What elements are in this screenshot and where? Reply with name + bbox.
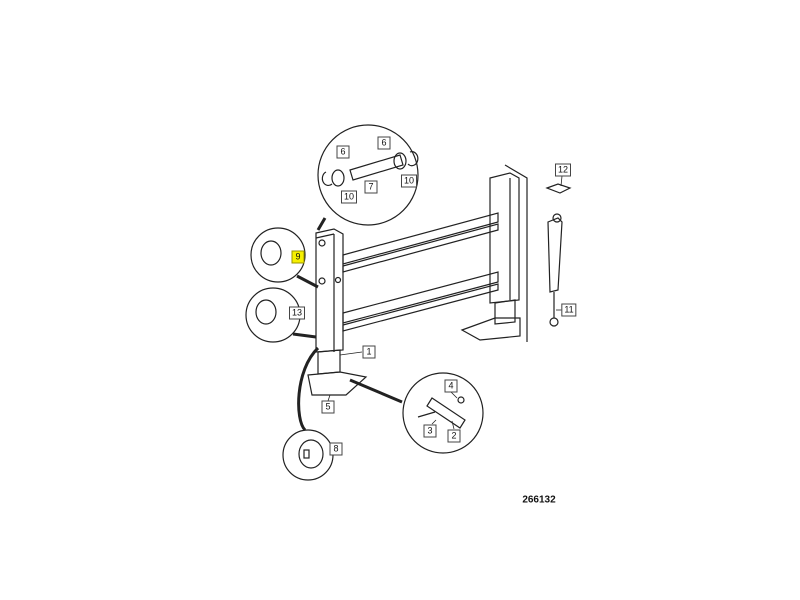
callout-4[interactable]: 4 (444, 379, 458, 393)
pin-detail-circle (316, 124, 419, 231)
callout-10a[interactable]: 10 (400, 174, 418, 188)
bolt-detail-circle (349, 372, 484, 454)
left-post (307, 228, 368, 396)
callout-12[interactable]: 12 (554, 163, 572, 177)
leader-lines (327, 175, 563, 430)
callout-9-highlighted[interactable]: 9 (291, 250, 305, 264)
callout-6b[interactable]: 6 (377, 136, 391, 150)
plug-detail-8 (282, 346, 334, 481)
callout-7[interactable]: 7 (364, 180, 378, 194)
plug-detail-13 (245, 287, 317, 343)
callout-1[interactable]: 1 (362, 345, 376, 359)
callout-13[interactable]: 13 (288, 306, 306, 320)
callout-11[interactable]: 11 (561, 303, 577, 317)
plug-detail-9 (250, 227, 319, 289)
right-post (460, 164, 528, 342)
rails (342, 212, 499, 332)
drawing-number: 266132 (522, 494, 556, 506)
callout-8[interactable]: 8 (329, 442, 343, 456)
callout-6a[interactable]: 6 (336, 145, 350, 159)
callout-3[interactable]: 3 (423, 424, 437, 438)
callout-2[interactable]: 2 (447, 429, 461, 443)
callout-5[interactable]: 5 (321, 400, 335, 414)
gas-strut (545, 183, 572, 327)
callout-10b[interactable]: 10 (340, 190, 358, 204)
